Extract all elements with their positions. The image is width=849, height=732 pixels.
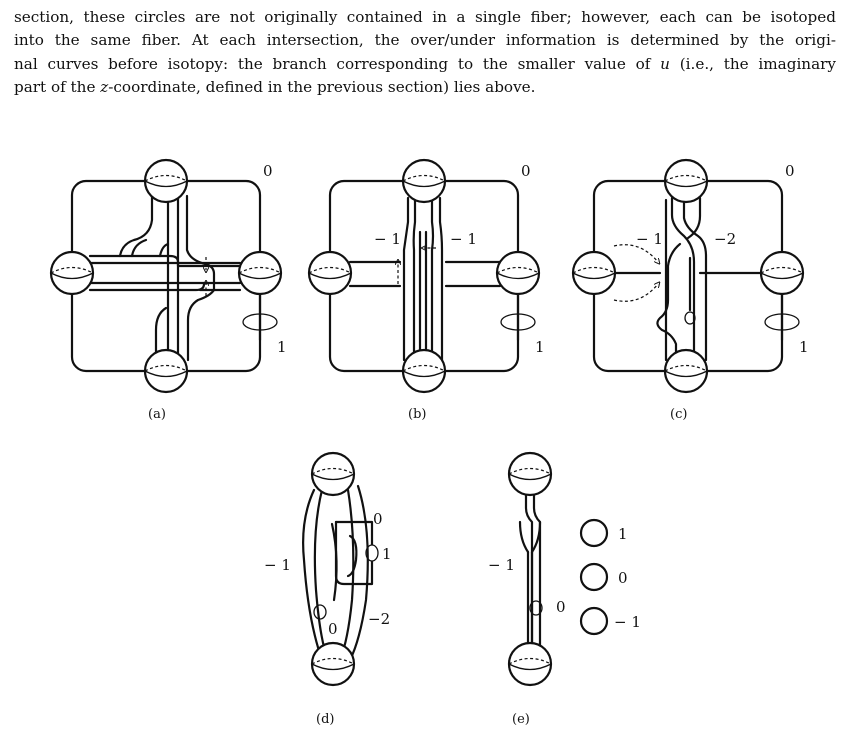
sphere-bottom — [143, 348, 189, 394]
caption-a: (a) — [148, 407, 166, 422]
sphere-left — [307, 250, 353, 296]
framing-label: 0 — [521, 162, 531, 180]
sphere-right — [237, 250, 283, 296]
panel-b: 0 − 1 − 1 1 (b) — [307, 158, 545, 422]
sphere-right — [495, 250, 541, 296]
vertical-strands — [118, 194, 216, 362]
framing-label: 1 — [535, 338, 545, 356]
meridian-circle — [242, 292, 278, 342]
body-paragraph: section, these circles are not originall… — [14, 6, 836, 100]
panel-c: 0 − 1 −2 1 (c) — [571, 158, 809, 422]
sphere-top — [507, 451, 553, 497]
paragraph-line: part of the z-coordinate, defined in the… — [14, 78, 536, 97]
twisted-strands — [656, 196, 708, 362]
framing-label: 0 — [785, 162, 795, 180]
sphere-bottom — [310, 641, 356, 687]
sphere-bottom — [663, 348, 709, 394]
twisted-band — [334, 520, 379, 586]
framing-label: 1 — [799, 338, 809, 356]
panel-d: 0 1 − 1 0 −2 (d) — [264, 451, 392, 727]
caption-b: (b) — [408, 407, 426, 422]
sphere-top — [310, 451, 356, 497]
sphere-top — [663, 158, 709, 204]
caption-c: (c) — [670, 407, 687, 422]
sphere-right — [759, 250, 805, 296]
horizontal-strands — [348, 260, 502, 288]
framing-label: 1 — [277, 338, 287, 356]
outer-square-curve — [70, 179, 262, 373]
framing-label: − 1 — [636, 230, 663, 248]
paragraph-line: into the same fiber. At each intersectio… — [14, 31, 836, 50]
unknot-circle — [579, 606, 609, 636]
sphere-top — [401, 158, 447, 204]
caption-e: (e) — [512, 712, 530, 727]
framing-label: − 1 — [450, 230, 477, 248]
meridian-circle — [500, 292, 536, 342]
horizontal-strands — [88, 254, 242, 292]
sphere-top — [143, 158, 189, 204]
framing-label: 0 — [328, 620, 338, 638]
unknot-circle — [579, 562, 609, 592]
framing-label: 1 — [382, 545, 392, 563]
framing-label: 0 — [618, 569, 628, 587]
strands — [518, 490, 542, 656]
framing-label: −2 — [368, 610, 390, 628]
outer-square-curve — [592, 179, 784, 373]
meridian-circle — [764, 292, 800, 342]
framing-label: 0 — [556, 598, 566, 616]
unknot-circle — [579, 518, 609, 548]
paragraph-line: section, these circles are not originall… — [14, 8, 836, 26]
panel-a: 0 1 (a) — [49, 158, 287, 422]
outer-square-curve — [328, 179, 520, 373]
sphere-left — [571, 250, 617, 296]
caption-d: (d) — [316, 712, 334, 727]
paragraph-line: nal curves before isotopy: the branch co… — [14, 54, 836, 73]
framing-label: 1 — [618, 525, 628, 543]
framing-label: − 1 — [264, 556, 291, 574]
framing-label: − 1 — [614, 613, 641, 631]
framing-label: −2 — [714, 230, 736, 248]
sphere-bottom — [401, 348, 447, 394]
unknot-circles: 1 0 − 1 — [579, 518, 641, 636]
panel-e: − 1 0 (e) — [488, 451, 566, 727]
framing-label: − 1 — [488, 556, 515, 574]
vertical-strands — [402, 196, 444, 362]
sphere-bottom — [507, 641, 553, 687]
framing-label: − 1 — [374, 230, 401, 248]
sphere-left — [49, 250, 95, 296]
framing-label: 0 — [373, 510, 383, 528]
framing-label: 0 — [263, 162, 273, 180]
